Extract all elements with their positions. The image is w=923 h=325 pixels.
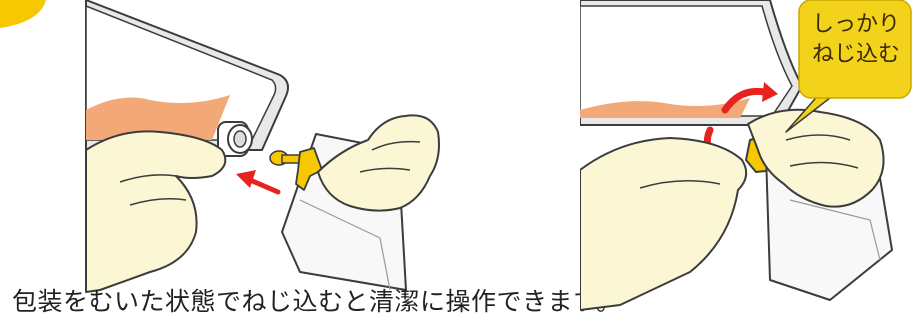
callout-line-2: ねじ込む [811,42,900,67]
instruction-caption: 包装をむいた状態でねじ込むと清潔に操作できます。 [12,287,622,316]
bag-fluid [580,98,750,118]
yellow-connector [269,147,323,191]
right-illustration: しっかり ねじ込む [580,0,923,325]
callout-line-1: しっかり [811,12,900,37]
callout-box [798,0,912,99]
callout-label: しっかり ねじ込む [810,10,902,70]
bag-inner [580,5,793,117]
bag-fluid [86,95,230,140]
left-hand-glove [580,137,748,311]
left-illustration-svg [0,0,440,293]
right-illustration-svg [580,0,912,311]
step-badge [0,0,46,28]
right-hand-glove [317,114,440,212]
left-illustration: 包装をむいた状態でねじ込むと清潔に操作できます。 [0,0,621,316]
left-hand-glove [85,130,227,293]
direction-arrow-icon [236,170,281,195]
right-hand-glove [747,108,885,208]
